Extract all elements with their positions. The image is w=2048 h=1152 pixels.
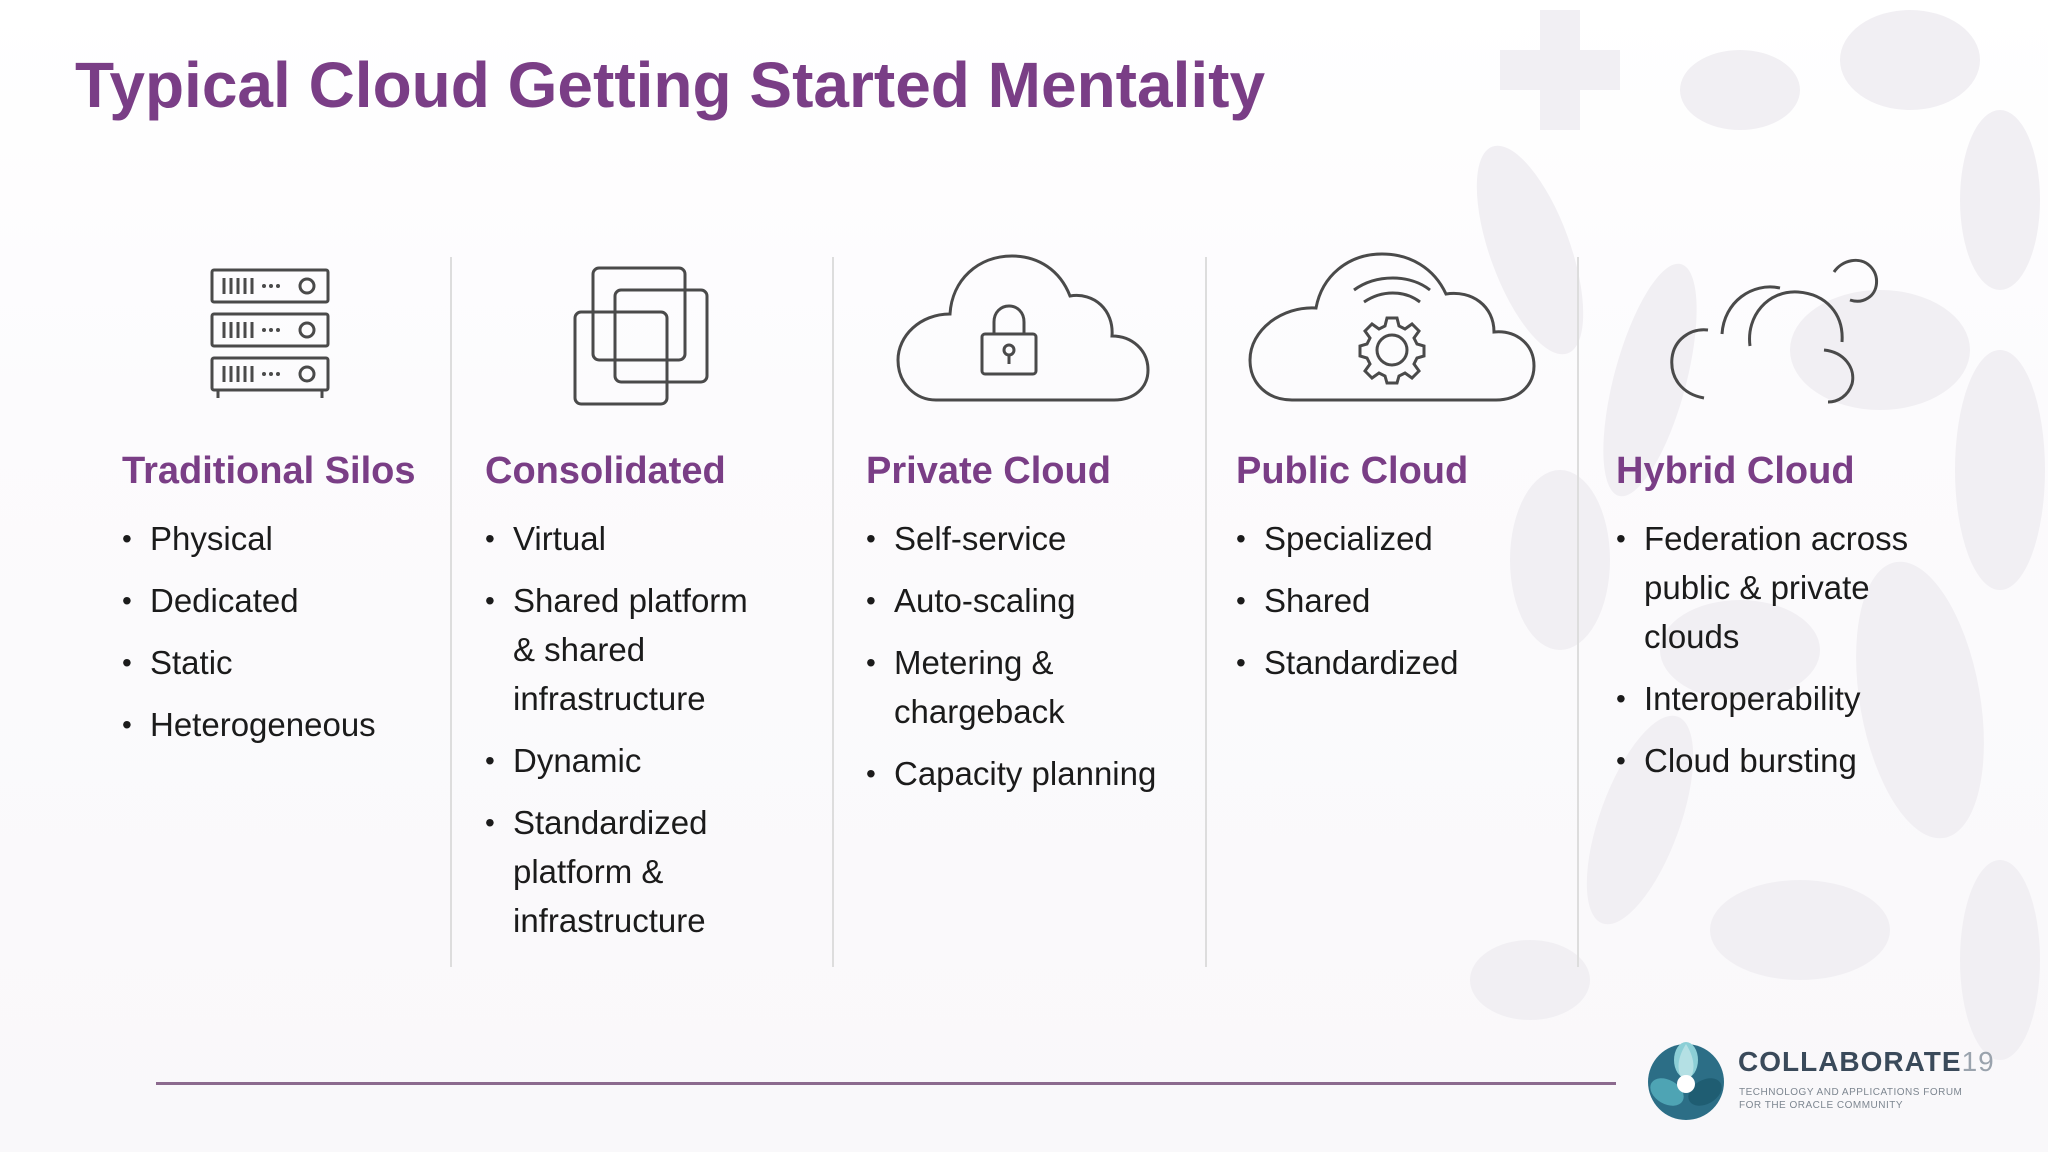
- column-divider: [1205, 257, 1207, 967]
- list-item: Standardized: [1236, 638, 1566, 687]
- list-item: Physical: [122, 514, 376, 563]
- bullet-list: Virtual Shared platform & shared infrast…: [485, 514, 815, 958]
- stacked-squares-icon: [573, 266, 709, 406]
- bullet-list: Self-service Auto-scaling Metering & cha…: [866, 514, 1196, 811]
- column-divider: [450, 257, 452, 967]
- column-title: Traditional Silos: [122, 450, 416, 492]
- column-divider: [1577, 257, 1579, 967]
- cloud-lock-icon: [896, 254, 1150, 402]
- logo-tagline: TECHNOLOGY AND APPLICATIONS FORUM FOR TH…: [1739, 1087, 1963, 1111]
- bullet-list: Physical Dedicated Static Heterogeneous: [122, 514, 376, 762]
- bullet-list: Specialized Shared Standardized: [1236, 514, 1566, 700]
- server-rack-icon: [210, 268, 330, 398]
- list-item: Standardized platform & infrastructure: [485, 798, 763, 945]
- column-divider: [832, 257, 834, 967]
- list-item: Self-service: [866, 514, 1196, 563]
- list-item: Metering & chargeback: [866, 638, 1114, 736]
- list-item: Dynamic: [485, 736, 815, 785]
- footer-line: [156, 1082, 1616, 1085]
- list-item: Dedicated: [122, 576, 376, 625]
- list-item: Shared: [1236, 576, 1566, 625]
- list-item: Cloud bursting: [1616, 736, 1946, 785]
- hybrid-cloud-icon: [1670, 258, 1878, 404]
- list-item: Specialized: [1236, 514, 1566, 563]
- column-title: Public Cloud: [1236, 450, 1469, 492]
- list-item: Heterogeneous: [122, 700, 376, 749]
- list-item: Capacity planning: [866, 749, 1196, 798]
- logo-wordmark: COLLABORATE19: [1738, 1046, 1995, 1077]
- column-title: Consolidated: [485, 450, 726, 492]
- list-item: Federation across public & private cloud…: [1616, 514, 1954, 661]
- bullet-list: Federation across public & private cloud…: [1616, 514, 1946, 798]
- list-item: Shared platform & shared infrastructure: [485, 576, 773, 723]
- list-item: Auto-scaling: [866, 576, 1196, 625]
- slide-title: Typical Cloud Getting Started Mentality: [75, 49, 1266, 121]
- list-item: Interoperability: [1616, 674, 1946, 723]
- list-item: Virtual: [485, 514, 815, 563]
- column-title: Hybrid Cloud: [1616, 450, 1855, 492]
- cloud-gear-icon: [1248, 252, 1536, 402]
- collaborate-logo-mark-icon: [1648, 1042, 1724, 1120]
- collaborate-logo: COLLABORATE19 TECHNOLOGY AND APPLICATION…: [1646, 1038, 2006, 1122]
- column-title: Private Cloud: [866, 450, 1111, 492]
- list-item: Static: [122, 638, 376, 687]
